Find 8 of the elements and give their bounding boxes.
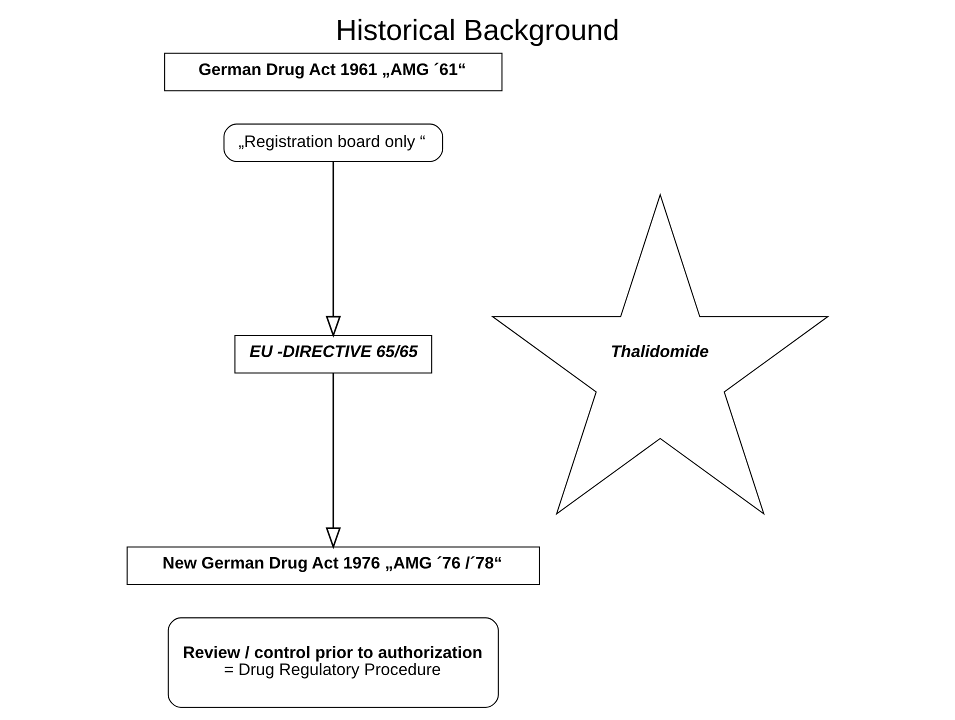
node-box: German Drug Act 1961 „AMG ´61“ (164, 52, 502, 92)
node-box: „Registration board only “ (223, 124, 444, 162)
arrow (326, 162, 341, 338)
node-box: EU -DIRECTIVE 65/65 (234, 335, 432, 374)
arrow (326, 373, 341, 550)
node-box: Review / control prior to authorization = Drug Regulatory Procedure (168, 617, 499, 708)
diagram-title: Historical Background (336, 15, 620, 48)
node-box: New German Drug Act 1976 „AMG ´76 /´78“ (126, 546, 540, 586)
